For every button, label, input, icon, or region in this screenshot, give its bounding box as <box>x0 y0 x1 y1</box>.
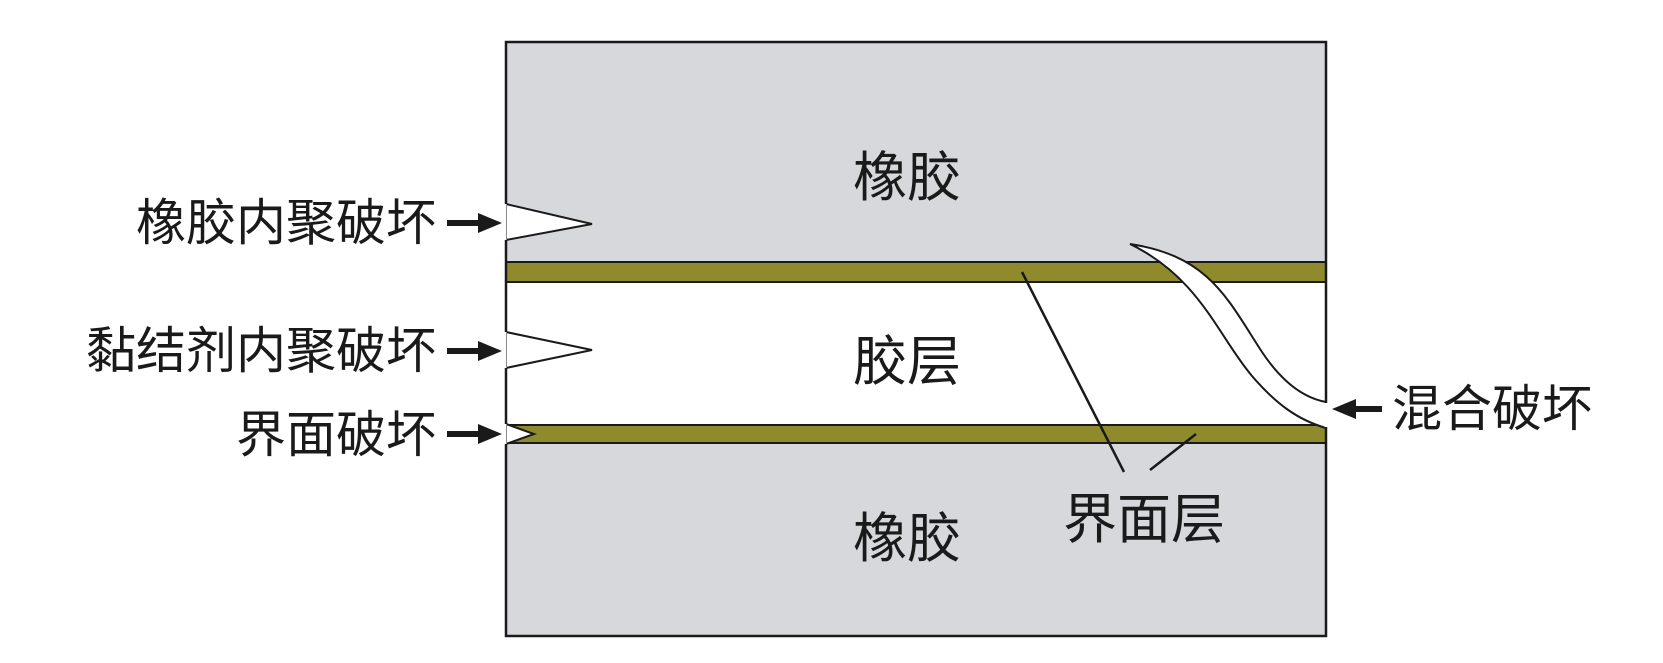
label-rubber-bottom: 橡胶 <box>853 507 961 570</box>
arrow-rubber-cohesive <box>447 213 502 233</box>
arrow-interface <box>447 424 502 444</box>
interface-layer-bottom <box>505 424 1327 444</box>
label-adhesive-layer: 胶层 <box>853 330 961 393</box>
arrow-adhesive-cohesive <box>447 341 502 361</box>
label-interface-failure: 界面破坏 <box>236 406 436 464</box>
label-rubber-top: 橡胶 <box>853 146 961 209</box>
arrow-mixed <box>1332 399 1382 419</box>
label-adhesive-cohesive-failure: 黏结剂内聚破坏 <box>86 322 436 380</box>
leader-line-interface-bottom <box>1149 433 1197 471</box>
rubber-top-layer <box>505 41 1327 263</box>
label-rubber-cohesive-failure: 橡胶内聚破坏 <box>136 194 436 252</box>
adhesive-layer <box>506 282 1326 425</box>
label-mixed-failure: 混合破坏 <box>1392 380 1592 438</box>
leader-line-interface-top <box>1020 271 1126 473</box>
label-interface-layer: 界面层 <box>1063 488 1225 551</box>
